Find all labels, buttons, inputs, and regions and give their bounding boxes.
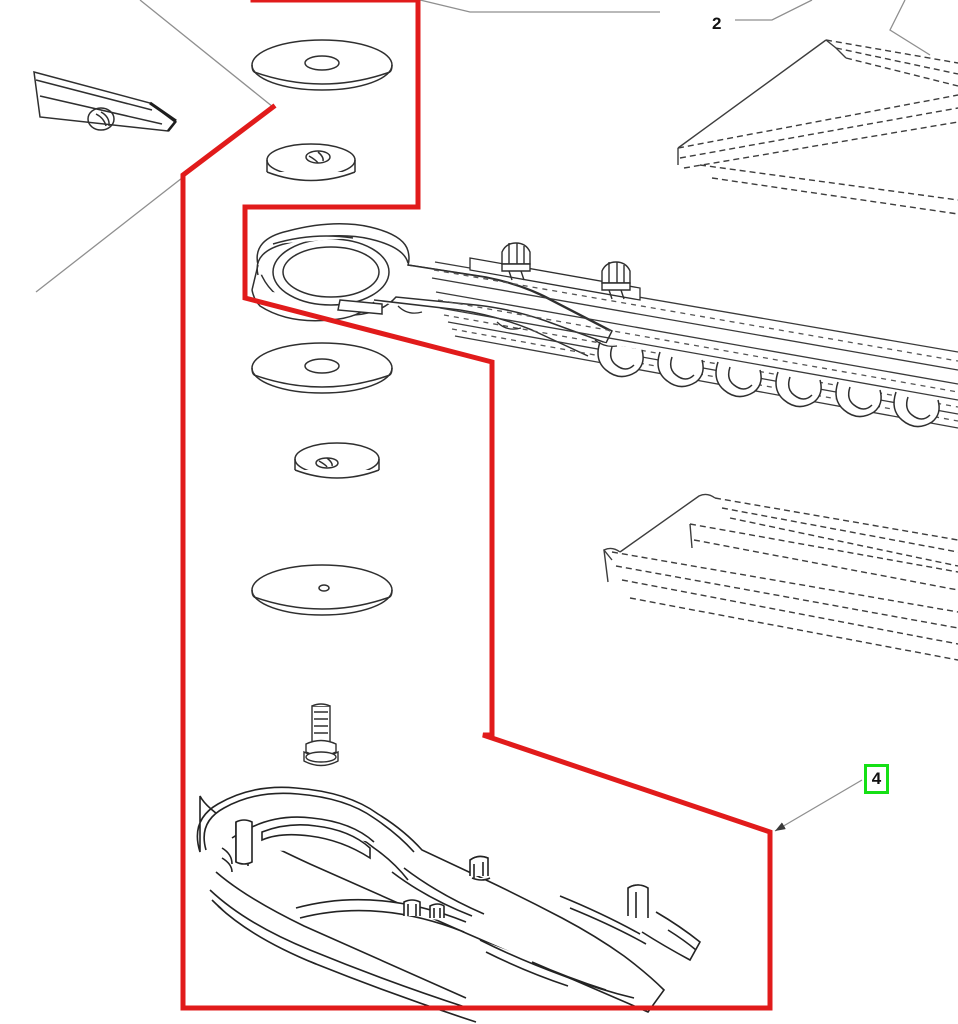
leader-line-top-right <box>419 0 660 13</box>
blade-tip-bar <box>33 70 178 132</box>
highlight-region-outline <box>180 0 773 1011</box>
upper-guide-plate <box>677 39 958 215</box>
cutter-bar-nut-2 <box>601 261 631 300</box>
leader-line-callout-4 <box>774 779 863 832</box>
lower-guide-rails <box>602 493 958 661</box>
leader-lines-group <box>35 0 931 832</box>
cutter-bar-assembly <box>397 242 958 429</box>
disc-plate <box>251 564 393 616</box>
small-thick-washer <box>294 442 380 479</box>
cutter-bar-nut-1 <box>501 242 531 281</box>
callout-label-2[interactable]: 2 <box>712 14 722 33</box>
leader-line-diagonal-upper <box>139 0 274 108</box>
leader-line-top-right-edge <box>889 0 931 56</box>
drive-arm-link <box>251 223 614 357</box>
large-flat-washer-top <box>251 39 393 91</box>
flange-bolt <box>303 703 339 767</box>
leader-line-callout-2 <box>735 0 813 21</box>
cutter-bar-finger-guards <box>597 341 940 428</box>
large-flat-washer-mid <box>251 342 393 394</box>
thick-spacer-collar <box>266 143 356 182</box>
callout-label-4-text: 4 <box>871 769 882 788</box>
callout-label-4-highlighted[interactable]: 4 <box>864 764 889 794</box>
housing-cowl <box>196 786 702 1023</box>
